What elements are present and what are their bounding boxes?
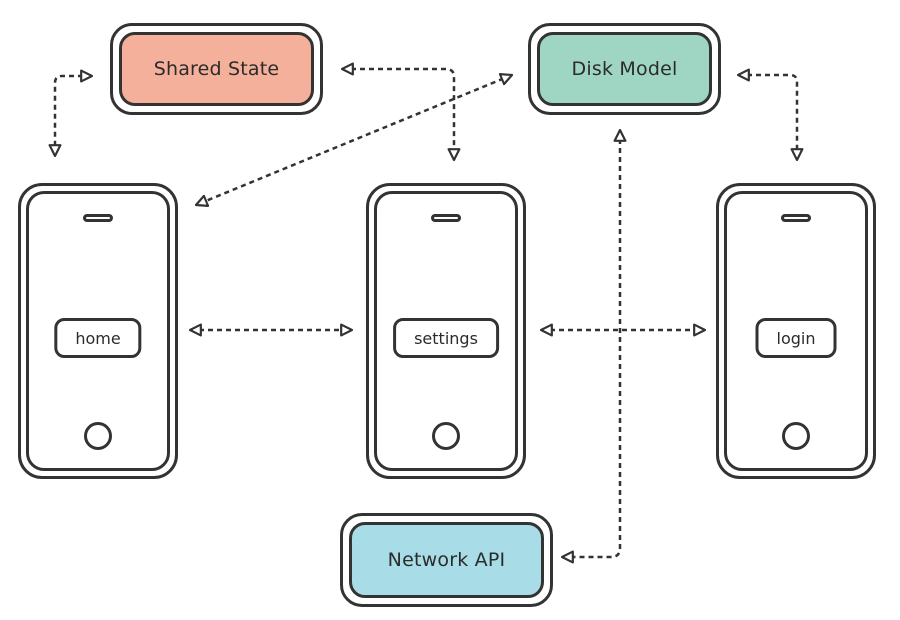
connector-disk-model-network-api	[560, 128, 627, 564]
network-api-node: Network API	[340, 513, 553, 607]
phone-settings-screen: settings	[374, 191, 518, 471]
home-button-icon	[432, 422, 460, 450]
home-button-icon	[782, 422, 810, 450]
disk-model-node: Disk Model	[528, 23, 721, 115]
network-api-label: Network API	[349, 522, 544, 598]
phone-settings: settings	[366, 183, 526, 479]
phone-login-screen: login	[724, 191, 868, 471]
phone-login: login	[716, 183, 876, 479]
shared-state-node: Shared State	[110, 23, 323, 115]
speaker-icon	[83, 214, 113, 222]
shared-state-label: Shared State	[119, 32, 314, 106]
disk-model-label: Disk Model	[537, 32, 712, 106]
connector-shared-state-settings	[340, 62, 461, 162]
phone-home: home	[18, 183, 178, 479]
phone-home-screen: home	[26, 191, 170, 471]
connector-shared-state-home	[48, 69, 94, 158]
home-button-icon	[84, 422, 112, 450]
screen-label-settings: settings	[393, 318, 499, 358]
speaker-icon	[781, 214, 811, 222]
connector-disk-model-home	[194, 73, 514, 207]
screen-label-login: login	[755, 318, 837, 358]
screen-label-home: home	[54, 318, 142, 358]
connector-disk-model-login	[736, 68, 804, 162]
speaker-icon	[431, 214, 461, 222]
